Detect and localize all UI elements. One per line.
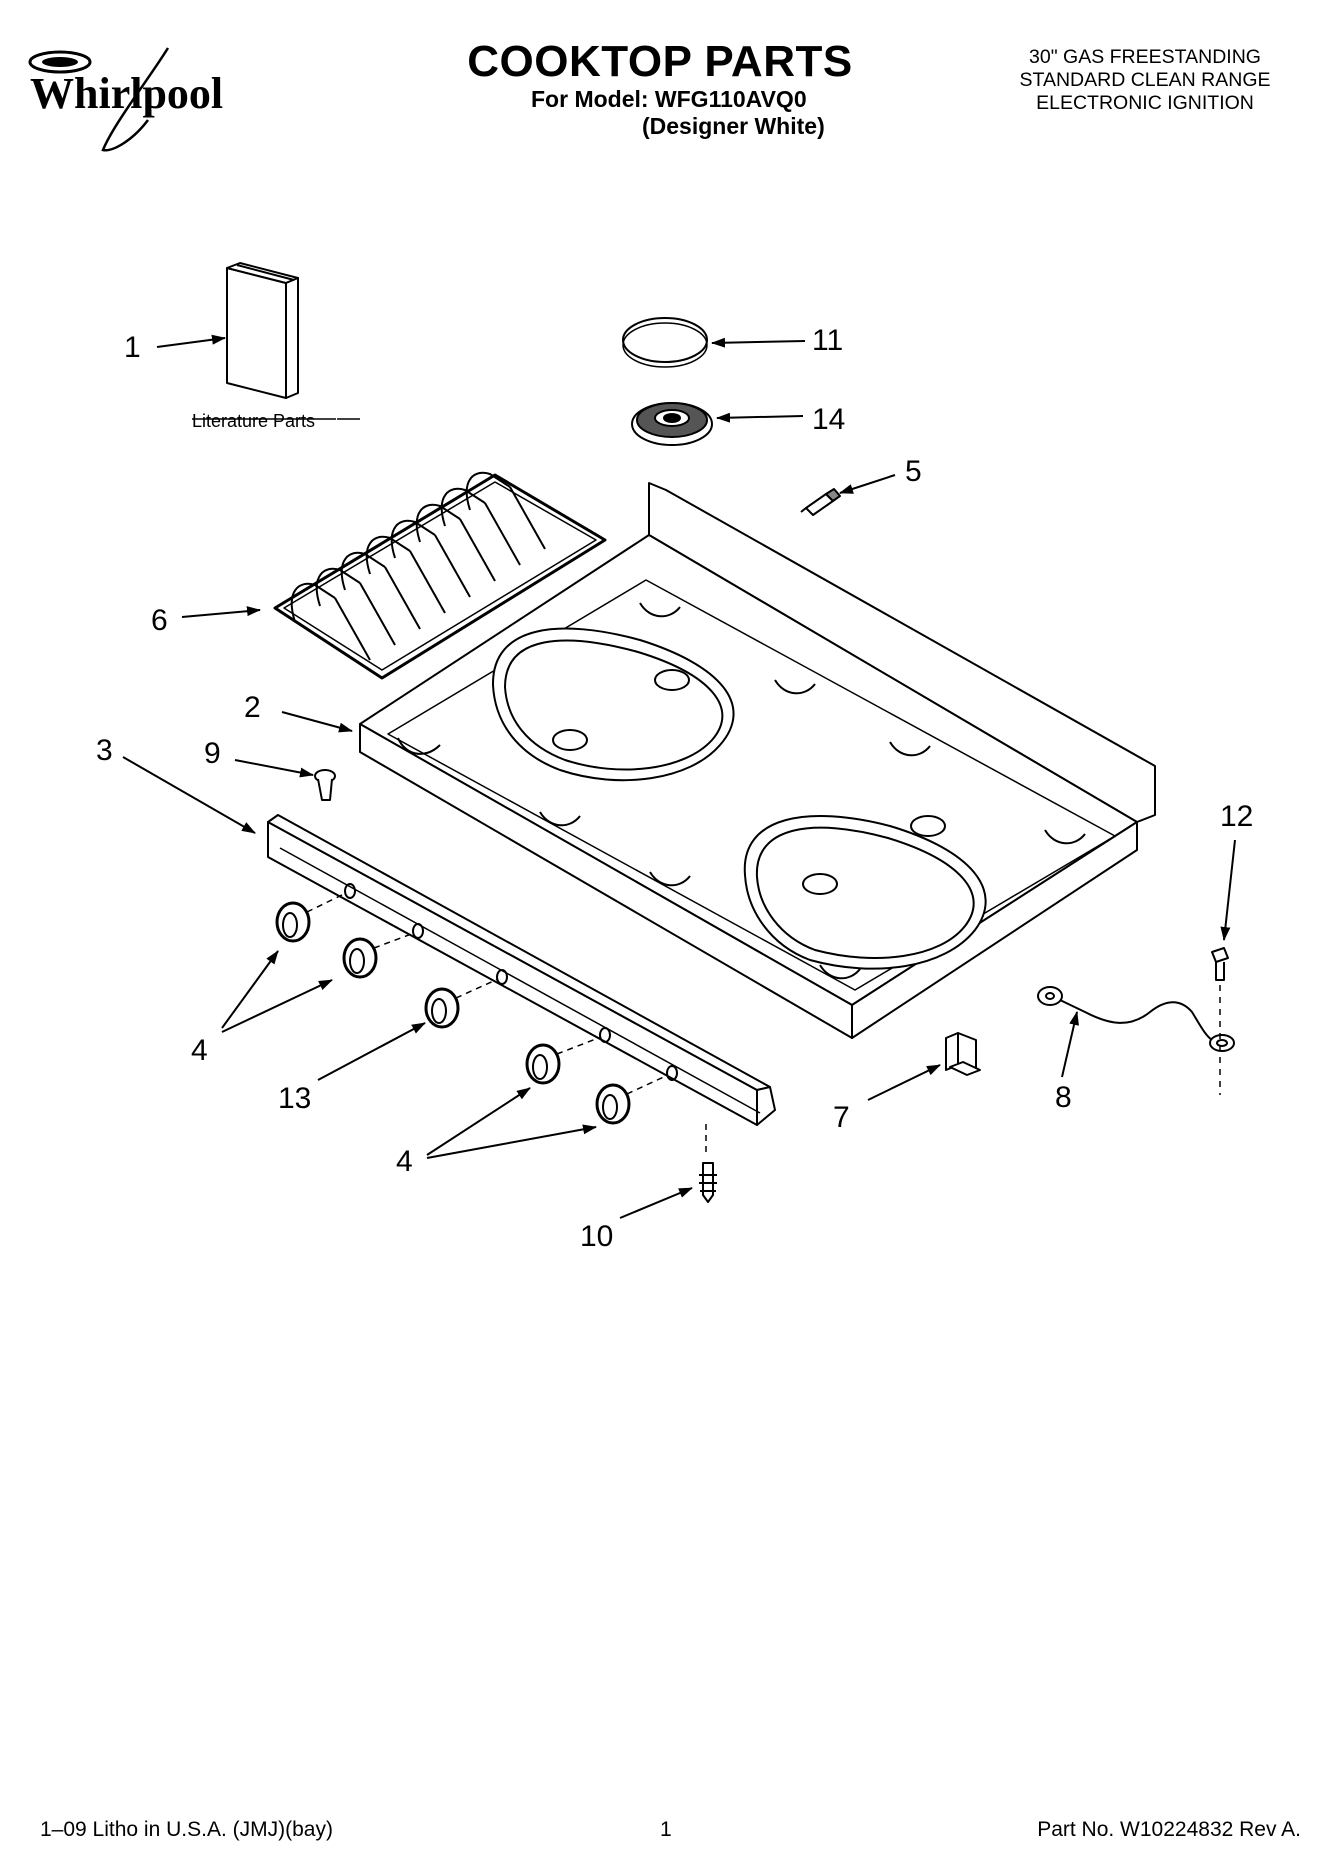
model-variant: (Designer White) (642, 113, 825, 139)
page-number: 1 (660, 1818, 672, 1841)
clip-part-7 (945, 1032, 981, 1076)
leader-lines (122, 334, 1236, 1219)
whirlpool-logo: Whirlpool (28, 47, 223, 152)
knob-1 (275, 901, 311, 943)
brand-wordmark: Whirlpool (30, 69, 223, 118)
knob-5 (595, 1083, 631, 1125)
model-block: For Model: WFG110AVQ0 (Designer White) (400, 86, 920, 140)
callout-14: 14 (812, 403, 845, 436)
control-panel (267, 814, 776, 1126)
callout-13: 13 (278, 1082, 311, 1115)
callout-11: 11 (812, 324, 843, 357)
description-line-1: 30" GAS FREESTANDING (1029, 46, 1261, 68)
callout-2: 2 (244, 691, 261, 724)
footer-print-info: 1–09 Litho in U.S.A. (JMJ)(bay) (40, 1818, 333, 1841)
ground-wire (1037, 986, 1235, 1052)
model-number: For Model: WFG110AVQ0 (531, 86, 807, 112)
screw-part-10 (699, 1162, 717, 1203)
callout-10: 10 (580, 1220, 613, 1253)
knob-4 (525, 1043, 561, 1085)
callout-12: 12 (1220, 800, 1253, 833)
description-line-3: ELECTRONIC IGNITION (1036, 92, 1254, 114)
grate (273, 471, 607, 680)
callout-4b: 4 (396, 1145, 413, 1178)
callout-6: 6 (151, 604, 168, 637)
screw-part-9 (314, 769, 336, 801)
knob-3 (424, 987, 460, 1029)
page-title: COOKTOP PARTS (467, 37, 853, 86)
literature-parts-label: Literature Parts (192, 411, 315, 431)
callout-9: 9 (204, 737, 221, 770)
screw-part-12 (1211, 947, 1229, 1095)
literature-booklet (226, 262, 299, 399)
callout-1: 1 (124, 331, 141, 364)
part-number: Part No. W10224832 Rev A. (1037, 1818, 1301, 1841)
knob-2 (342, 937, 378, 979)
product-description: 30" GAS FREESTANDING STANDARD CLEAN RANG… (980, 46, 1310, 115)
cooktop (359, 482, 1156, 1039)
callout-7: 7 (833, 1101, 850, 1134)
callout-8: 8 (1055, 1081, 1072, 1114)
callout-5: 5 (905, 455, 922, 488)
callout-4a: 4 (191, 1034, 208, 1067)
callout-3: 3 (96, 734, 113, 767)
callout-labels: 1 2 3 4 4 5 6 7 8 9 10 11 12 13 14 Liter… (96, 324, 1253, 1253)
description-line-2: STANDARD CLEAN RANGE (1019, 69, 1271, 91)
burner-cap (622, 317, 708, 363)
screw-part-5 (800, 488, 841, 516)
burner-base (631, 402, 713, 446)
